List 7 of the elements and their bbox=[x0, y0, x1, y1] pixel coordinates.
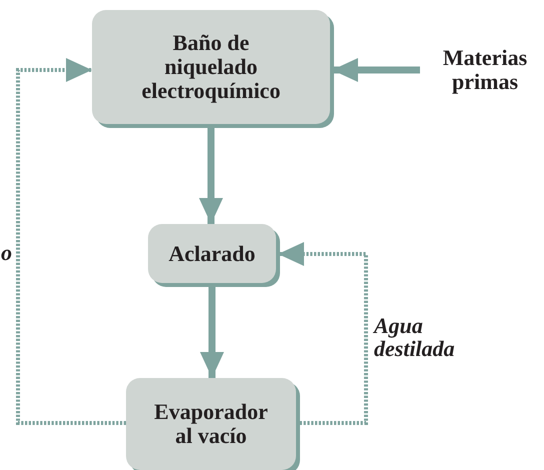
dotted-arrow bbox=[16, 58, 126, 425]
input-label: Materias primas bbox=[428, 44, 542, 96]
process-box: Baño de niquelado electroquímico bbox=[92, 10, 330, 124]
dotted-arrow bbox=[278, 242, 368, 425]
process-box: Evaporador al vacío bbox=[126, 378, 296, 470]
arrow bbox=[332, 58, 420, 82]
process-box: Aclarado bbox=[148, 224, 276, 283]
